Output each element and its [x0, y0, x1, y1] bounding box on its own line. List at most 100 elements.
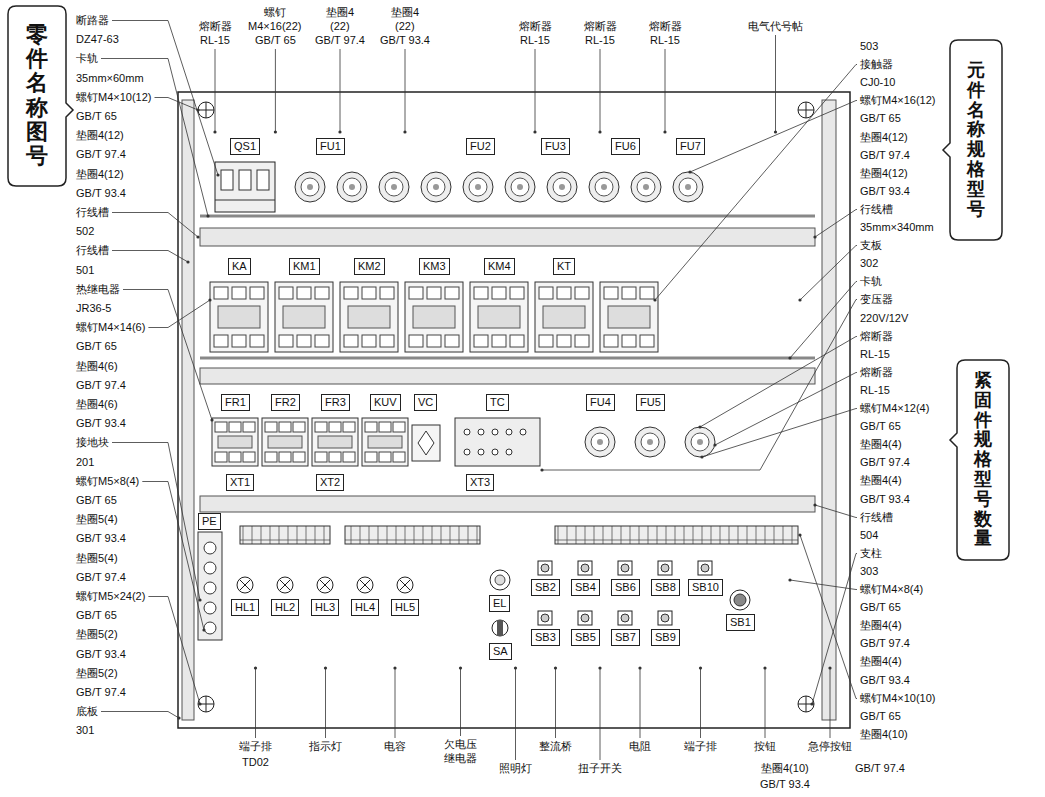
- part-label: GB/T 65: [76, 110, 117, 123]
- part-label: TD02: [242, 756, 269, 769]
- button-symbol: [698, 561, 712, 575]
- base-plate: [178, 92, 850, 728]
- device-tag: SB6: [611, 579, 640, 596]
- relay-symbol: [362, 418, 408, 466]
- leader-dot: [514, 666, 517, 669]
- part-label: GB/T 65: [860, 112, 901, 125]
- wire-duct: [200, 496, 815, 512]
- leader-dot: [540, 468, 543, 471]
- leader-dot: [202, 628, 205, 631]
- leader-dot: [208, 298, 211, 301]
- leader-dot: [210, 418, 213, 421]
- tag-text: FU5: [640, 396, 661, 408]
- leader-dot: [186, 260, 189, 263]
- part-label: 熔断器: [860, 330, 893, 343]
- part-label: 断路器: [76, 14, 109, 27]
- part-label: 熔断器: [199, 20, 232, 33]
- fuse-symbol: [337, 172, 367, 202]
- breaker-toggle: [257, 170, 269, 190]
- part-label: GB/T 65: [860, 710, 901, 723]
- part-label: 电气代号帖: [748, 20, 803, 33]
- tag-text: FU3: [545, 140, 566, 152]
- tag-text: SB3: [535, 631, 556, 643]
- leader-line: [700, 668, 701, 738]
- button-symbol: [658, 611, 672, 625]
- part-label: 垫圈5(4): [76, 552, 118, 565]
- tag-text: FU2: [470, 140, 491, 152]
- mount-hole: [798, 696, 814, 712]
- device-tag: HL5: [391, 599, 419, 616]
- device-tag: FR1: [221, 394, 250, 411]
- part-label: 垫圈4(10): [860, 728, 908, 741]
- leader-dot: [798, 533, 801, 536]
- part-label: 螺钉M5×24(2): [76, 590, 145, 603]
- device-tag: FU5: [636, 394, 665, 411]
- part-label: 垫圈4(4): [860, 619, 902, 632]
- part-label: 支柱: [860, 547, 882, 560]
- leader-dot: [198, 598, 201, 601]
- tag-text: FU6: [615, 140, 636, 152]
- leader-dot: [403, 130, 406, 133]
- part-label: 接触器: [860, 58, 893, 71]
- tag-text: KM4: [488, 260, 511, 272]
- leader-line: [700, 337, 857, 428]
- part-label: RL-15: [200, 34, 230, 47]
- leader-dot: [216, 173, 219, 176]
- tag-text: SB2: [535, 581, 556, 593]
- tag-text: KM2: [358, 260, 381, 272]
- leader-line: [395, 668, 396, 738]
- device-tag: XT1: [226, 474, 254, 491]
- leader-dot: [763, 666, 766, 669]
- tag-text: KA: [232, 260, 247, 272]
- part-label: 螺钉M4×8(4): [860, 583, 923, 596]
- relay-symbol: [312, 418, 358, 466]
- leader-line: [325, 668, 326, 738]
- part-label: 行线槽: [860, 203, 893, 216]
- device-tag: SB2: [531, 579, 560, 596]
- leader-line: [830, 668, 831, 738]
- fuse-symbol: [585, 427, 615, 457]
- leader-line: [275, 49, 276, 132]
- leader-line: [790, 580, 857, 590]
- leader-line: [101, 712, 179, 719]
- button-symbol: [538, 561, 552, 575]
- terminal-strip: [555, 526, 798, 544]
- bubble-text: 紧固件规格型号数量: [974, 371, 992, 549]
- part-label: 503: [860, 40, 878, 53]
- leader-dot: [638, 666, 641, 669]
- wire-duct: [200, 368, 815, 384]
- part-label: GB/T 97.4: [855, 762, 905, 775]
- work-lamp-bulb: [495, 575, 505, 585]
- part-label: 卡轨: [860, 275, 882, 288]
- part-label: 螺钉M4×16(12): [860, 94, 936, 107]
- leader-dot: [713, 443, 716, 446]
- tag-text: SB5: [575, 631, 596, 643]
- button-symbol: [658, 561, 672, 575]
- tag-text: SA: [493, 645, 508, 657]
- rectifier-body: [412, 425, 440, 461]
- tag-text: FR3: [325, 396, 346, 408]
- part-label: 螺钉M4×10(12): [76, 91, 152, 104]
- part-label: 行线槽: [860, 511, 893, 524]
- device-tag: SB1: [726, 614, 755, 631]
- wire-duct: [182, 100, 194, 720]
- part-label: 熔断器: [519, 20, 552, 33]
- callout-bubble: 零件名称图号: [8, 6, 66, 186]
- leader-line: [460, 668, 461, 736]
- part-label: JR36-5: [76, 302, 111, 315]
- part-label: CJ0-10: [860, 76, 895, 89]
- leader-line: [690, 101, 857, 173]
- transformer-terminal: [520, 429, 526, 435]
- part-label: 垫圈4(12): [76, 129, 124, 142]
- transformer-terminal: [464, 429, 470, 435]
- part-label: RL-15: [860, 384, 890, 397]
- tag-text: EL: [493, 597, 506, 609]
- contactor-symbol: [405, 282, 463, 352]
- relay-symbol: [262, 418, 308, 466]
- contactor-symbol: [535, 282, 593, 352]
- device-tag: EL: [489, 595, 510, 612]
- tag-text: FU4: [590, 396, 611, 408]
- leader-line: [405, 49, 406, 132]
- part-label: 扭子开关: [578, 762, 622, 775]
- part-label: 继电器: [444, 752, 477, 765]
